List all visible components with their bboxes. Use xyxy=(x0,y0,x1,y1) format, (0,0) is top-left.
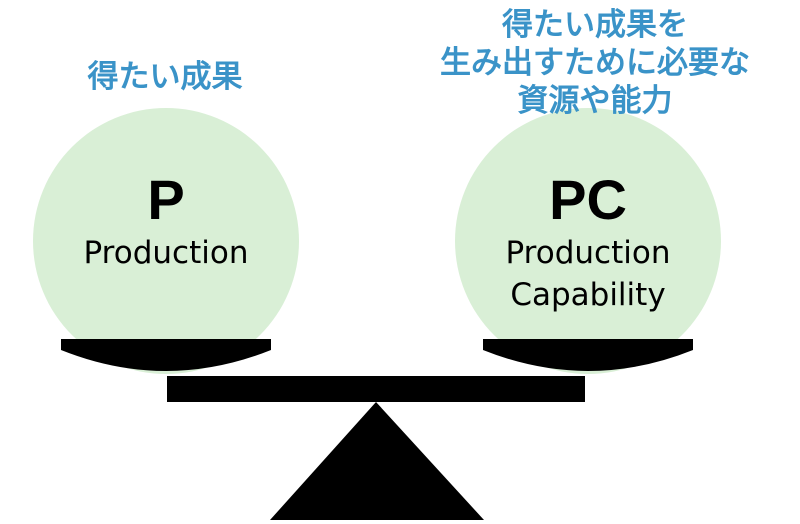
right-caption-line-2: 生み出すために必要な xyxy=(440,45,750,81)
right-caption-line-1: 得たい成果を xyxy=(502,7,688,43)
right-pan xyxy=(483,339,693,371)
right-ball xyxy=(455,108,721,374)
right-abbreviation: PC xyxy=(549,168,627,231)
left-caption: 得たい成果 xyxy=(50,58,280,96)
left-abbreviation: P xyxy=(147,168,185,231)
fulcrum xyxy=(270,402,484,520)
left-description: Production xyxy=(83,235,249,271)
right-description-line-2: Capability xyxy=(510,277,666,313)
beam xyxy=(167,376,585,402)
right-caption-line-3: 資源や能力 xyxy=(517,83,673,119)
right-description-line-1: Production xyxy=(505,235,671,271)
left-ball xyxy=(33,108,299,374)
left-pan xyxy=(61,339,271,371)
right-caption: 得たい成果を 生み出すために必要な 資源や能力 xyxy=(395,6,795,120)
left-caption-line: 得たい成果 xyxy=(87,59,243,95)
